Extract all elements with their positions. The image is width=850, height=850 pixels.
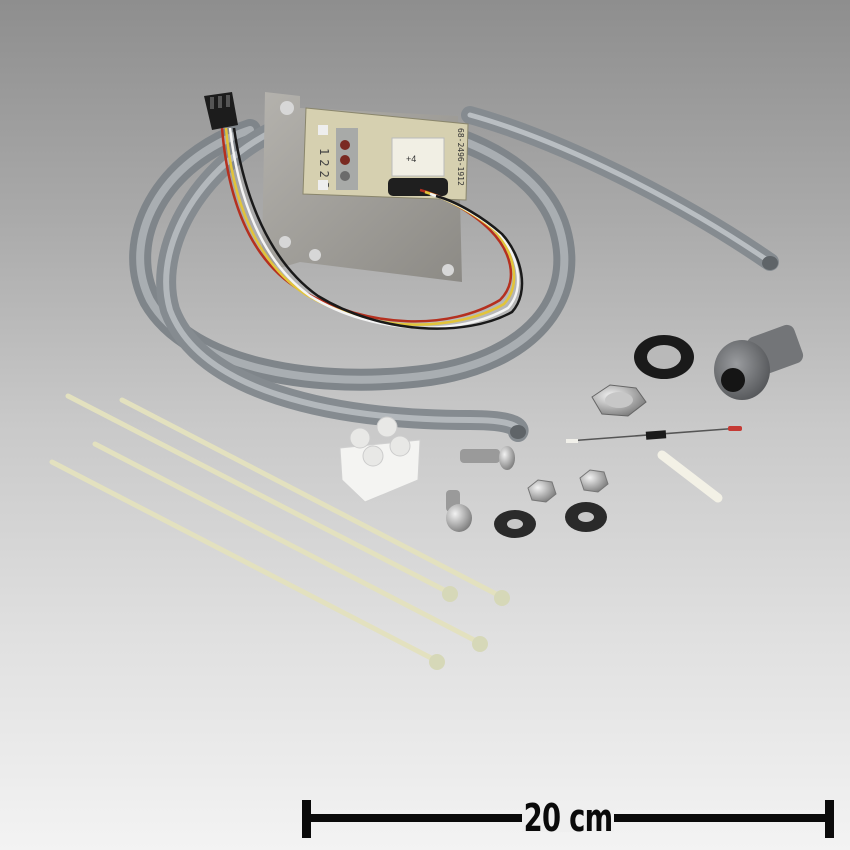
relay-base bbox=[388, 178, 448, 196]
scale-label-background bbox=[522, 806, 614, 832]
washers bbox=[494, 502, 607, 538]
grey-tubing bbox=[129, 106, 779, 442]
hex-nuts bbox=[527, 469, 609, 503]
insulating-sleeve bbox=[657, 450, 723, 503]
hex-nut bbox=[527, 479, 557, 503]
scale-bar: 20 cm bbox=[302, 796, 834, 842]
connector-plug bbox=[204, 92, 238, 130]
relay-label: +4 bbox=[406, 154, 416, 164]
scale-tick-left bbox=[302, 800, 311, 838]
cable-ties bbox=[49, 393, 510, 670]
cable-tie bbox=[119, 397, 503, 599]
cable-tie bbox=[65, 393, 451, 595]
circuit-board: 1223 +4 68-2496-1912 bbox=[302, 107, 469, 201]
screws bbox=[446, 446, 515, 532]
terminal-block bbox=[339, 416, 421, 503]
hex-nut bbox=[579, 469, 609, 493]
relay bbox=[391, 137, 445, 177]
screw bbox=[460, 449, 500, 463]
cable-gland bbox=[714, 324, 804, 400]
diode bbox=[566, 426, 742, 443]
wires bbox=[220, 127, 524, 330]
scale-tick-right bbox=[825, 800, 834, 838]
pcb-part-number: 68-2496-1912 bbox=[456, 128, 465, 186]
locknut bbox=[591, 384, 647, 417]
scale-label: 20 cm bbox=[523, 796, 613, 840]
cable-tie bbox=[49, 459, 438, 663]
cable-tie bbox=[92, 441, 481, 645]
rubber-seal bbox=[634, 335, 694, 379]
